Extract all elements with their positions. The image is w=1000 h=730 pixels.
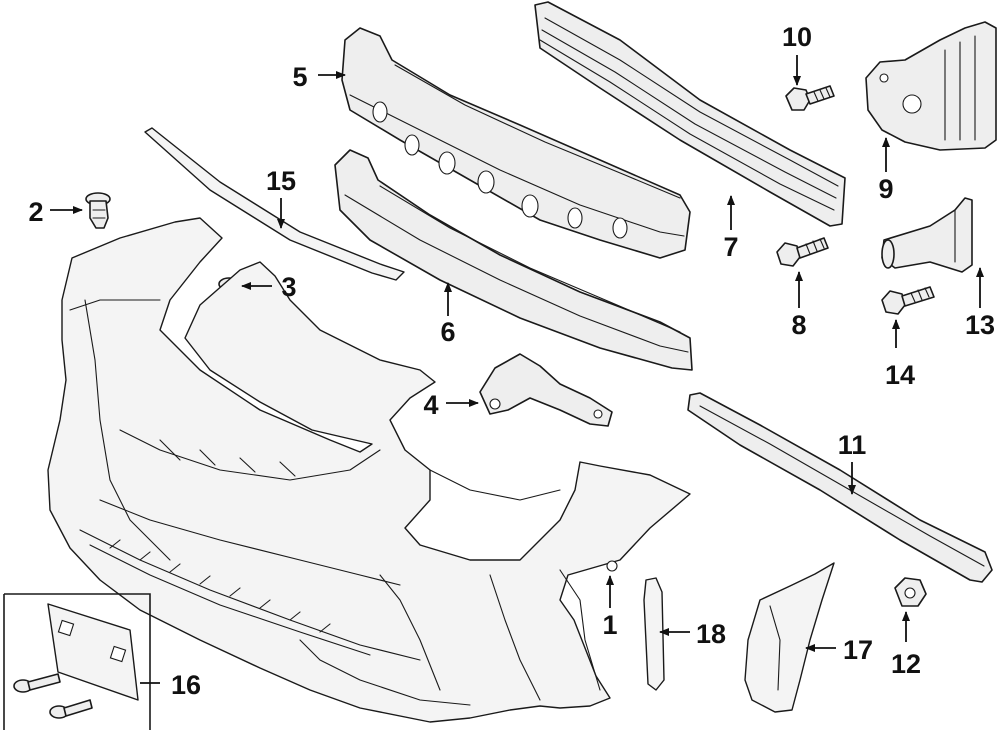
side-bracket-part (865, 21, 997, 151)
upper-absorber-part (341, 27, 691, 259)
callout-16: 16 (171, 670, 201, 700)
nut-part (894, 577, 927, 607)
lower-bar-part (687, 392, 993, 583)
callout-6: 6 (440, 317, 455, 347)
push-clip-part (85, 192, 111, 229)
callout-4: 4 (423, 390, 438, 420)
callout-7: 7 (723, 232, 738, 262)
molding-strip-part (144, 127, 405, 281)
trim-strip-part (643, 577, 665, 691)
reinforcement-bar-part (534, 1, 846, 227)
leader-lines (50, 55, 984, 684)
callout-15: 15 (266, 166, 296, 196)
bolt-8-part (776, 237, 829, 267)
bolt-14-part (881, 286, 935, 315)
callout-labels: 5 2 15 3 6 4 7 10 9 8 14 13 11 12 1 18 1… (28, 22, 995, 700)
callout-11: 11 (838, 430, 867, 460)
callout-1: 1 (602, 610, 617, 640)
bracket-part (479, 353, 613, 427)
callout-9: 9 (878, 174, 893, 204)
inset-screw-2 (49, 699, 93, 719)
callout-13: 13 (965, 310, 995, 340)
license-bracket-inset (3, 593, 151, 730)
bumper-cover-part (47, 217, 691, 723)
callout-10: 10 (782, 22, 812, 52)
inset-screw-1 (13, 673, 61, 693)
side-garnish-part (744, 562, 835, 713)
callout-8: 8 (791, 310, 806, 340)
stay-part (881, 197, 973, 273)
callout-5: 5 (292, 62, 307, 92)
callout-12: 12 (891, 649, 921, 679)
callout-17: 17 (843, 635, 873, 665)
callout-18: 18 (696, 619, 726, 649)
bolt-10-part (785, 85, 835, 111)
callout-14: 14 (885, 360, 915, 390)
lower-absorber-part (334, 149, 693, 371)
callout-3: 3 (281, 272, 296, 302)
callout-2: 2 (28, 197, 43, 227)
